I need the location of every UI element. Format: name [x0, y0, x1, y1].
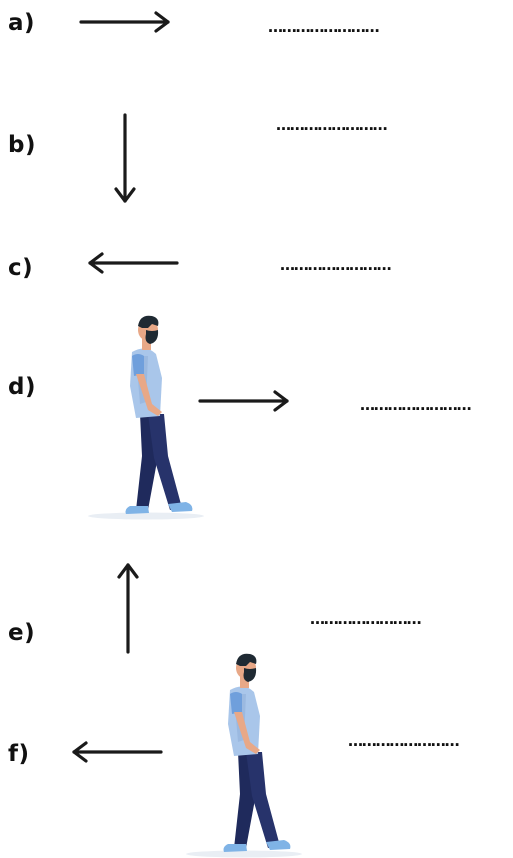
walking-man-icon [88, 315, 204, 520]
answer-blank-e[interactable]: …………………… [310, 610, 422, 628]
walking-man-icon [186, 653, 302, 858]
arrow-up-icon [117, 563, 139, 654]
item-label-c: c) [8, 255, 34, 281]
item-label-f: f) [8, 741, 30, 767]
arrow-right-icon [198, 390, 289, 412]
arrow-left-icon [72, 741, 163, 763]
answer-blank-a[interactable]: …………………… [268, 18, 380, 36]
arrow-right-icon [79, 11, 170, 33]
item-label-d: d) [8, 374, 36, 400]
answer-blank-d[interactable]: …………………… [360, 396, 472, 414]
item-label-b: b) [8, 132, 36, 158]
answer-blank-f[interactable]: …………………… [348, 732, 460, 750]
arrow-down-icon [114, 113, 136, 203]
answer-blank-c[interactable]: …………………… [280, 256, 392, 274]
item-label-e: e) [8, 620, 36, 646]
arrow-left-icon [88, 252, 179, 274]
item-label-a: a) [8, 10, 36, 36]
answer-blank-b[interactable]: …………………… [276, 116, 388, 134]
